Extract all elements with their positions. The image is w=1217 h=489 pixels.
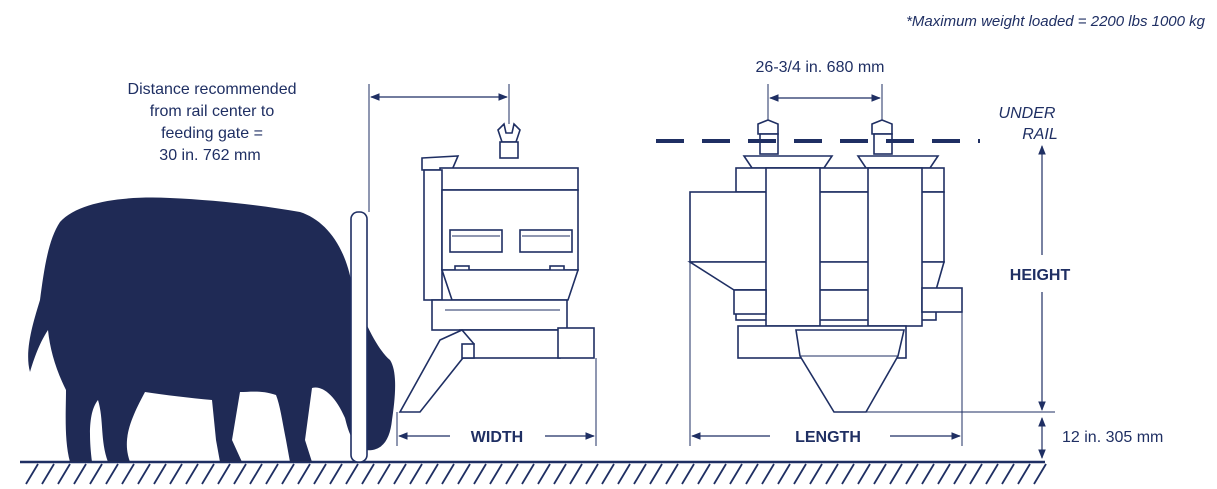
ground [20,460,1047,485]
cow-silhouette [28,197,396,462]
rail-spacing-label: 26-3/4 in. 680 mm [756,59,885,76]
ground-clearance-label: 12 in. 305 mm [1062,429,1163,446]
feeding-gate-post [350,211,368,463]
under-rail-label-1: UNDER [999,105,1056,122]
distance-label-line4: 30 in. 762 mm [159,147,260,164]
feeder-side-view [398,122,595,413]
rail-spacing-dimension-lines [767,84,883,120]
width-label: WIDTH [471,429,523,446]
width-dimension-lines [396,358,597,446]
distance-dimension-lines [368,84,510,212]
feeder-front-view [687,119,963,413]
distance-label-line3: feeding gate = [161,125,263,142]
length-dimension-lines [689,262,963,446]
length-label: LENGTH [795,429,861,446]
distance-label-line1: Distance recommended [128,81,297,98]
distance-label-line2: from rail center to [150,103,275,120]
under-rail-label-2: RAIL [1022,126,1058,143]
height-label: HEIGHT [1010,267,1071,284]
max-weight-note: *Maximum weight loaded = 2200 lbs 1000 k… [906,13,1206,30]
height-dimension-lines [845,145,1055,459]
